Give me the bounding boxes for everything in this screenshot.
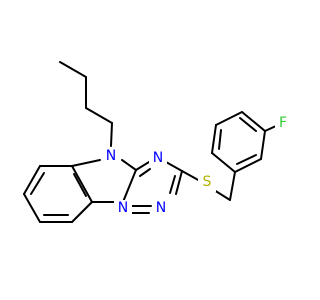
bond (260, 130, 266, 160)
bond (23, 165, 41, 195)
atom-sulfur: S (203, 174, 212, 190)
bond (139, 168, 151, 177)
bond (218, 129, 222, 150)
atom-n-triazine-upper: N (153, 150, 163, 166)
atom-labels: N N N N S F (102, 115, 291, 218)
label-background (149, 150, 167, 168)
bond (71, 165, 93, 203)
pyrrole-ring (71, 159, 137, 203)
benzene-ring (23, 165, 93, 223)
bond (85, 107, 113, 124)
label-background (198, 174, 216, 192)
bond (236, 154, 257, 165)
bond (215, 111, 243, 126)
fluorophenyl-ring (211, 111, 277, 173)
bond (239, 117, 257, 132)
bond (264, 125, 277, 132)
bond (169, 175, 176, 194)
label-background (102, 148, 120, 166)
label-background (114, 200, 132, 218)
structure-canvas: N N N N S F (23, 61, 291, 223)
bond (181, 170, 201, 182)
bond (30, 172, 45, 195)
bond (241, 111, 266, 132)
butyl-chain (59, 61, 113, 147)
bond (229, 171, 236, 201)
triazine-ring (122, 161, 183, 214)
label-background (275, 115, 291, 133)
bond (213, 189, 231, 201)
bond (122, 169, 137, 203)
bond (71, 159, 101, 167)
bond (71, 201, 93, 223)
label-background (152, 200, 170, 218)
atom-n-indole: N (106, 148, 116, 164)
atom-fluorine: F (279, 115, 287, 131)
bond (110, 122, 113, 147)
bond (211, 152, 236, 173)
atom-n-triazine-lower-left: N (118, 200, 128, 216)
atom-n-triazine-lower-right: N (156, 200, 166, 216)
bond (121, 159, 137, 171)
molecule-diagram: N N N N S F (23, 61, 291, 223)
bond (59, 61, 87, 78)
thioether-linkage (181, 170, 236, 201)
bond (165, 161, 183, 172)
bond (211, 124, 217, 154)
bond (73, 173, 87, 197)
bond (175, 170, 183, 195)
bond (135, 161, 150, 171)
bond (23, 193, 41, 223)
bond (234, 158, 262, 173)
